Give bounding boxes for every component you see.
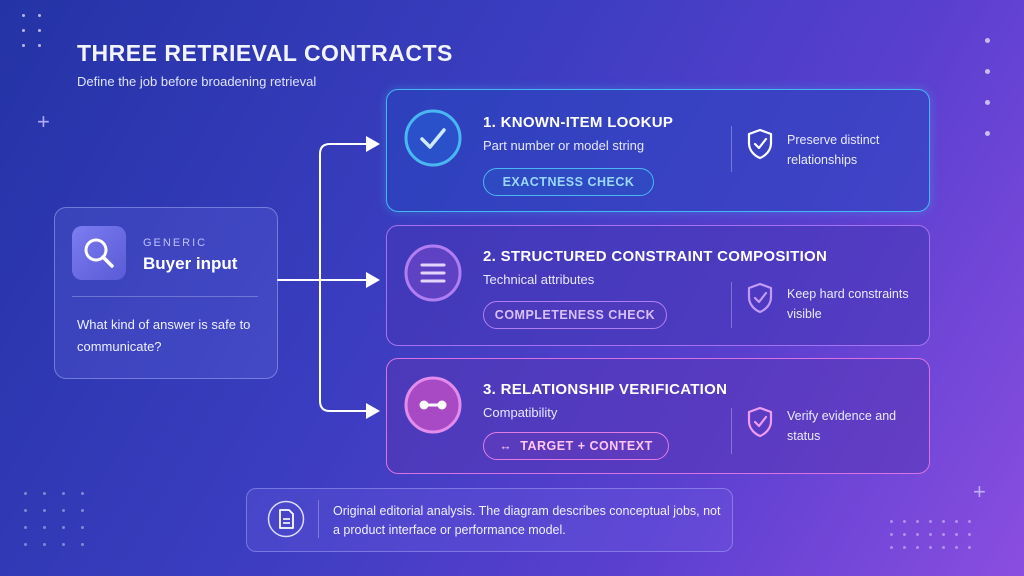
input-question: What kind of answer is safe to communica… xyxy=(77,317,251,354)
card-divider xyxy=(731,126,732,172)
footer-divider xyxy=(318,500,319,538)
exactness-check-badge: EXACTNESS CHECK xyxy=(483,168,654,196)
contract-title: 2. STRUCTURED CONSTRAINT COMPOSITION xyxy=(483,248,828,265)
double-arrow-icon: ↔ xyxy=(499,439,513,453)
search-icon xyxy=(72,226,126,280)
completeness-check-badge: COMPLETENESS CHECK xyxy=(483,301,667,329)
shield-check-icon xyxy=(746,128,774,165)
decorative-dots-bottom-right xyxy=(890,520,971,549)
input-divider xyxy=(72,296,258,297)
contract-note: Verify evidence and status xyxy=(787,409,897,443)
document-icon xyxy=(267,500,305,543)
footer-note-box xyxy=(246,488,733,552)
lines-icon xyxy=(403,243,463,308)
link-icon xyxy=(403,375,463,440)
decorative-dots-top-left xyxy=(22,14,41,47)
contract-title: 1. KNOWN-ITEM LOOKUP xyxy=(483,114,674,131)
input-heading: Buyer input xyxy=(143,254,238,273)
decorative-dots-right xyxy=(985,38,990,136)
target-context-badge: ↔ TARGET + CONTEXT xyxy=(483,432,669,460)
contract-title: 3. RELATIONSHIP VERIFICATION xyxy=(483,381,728,398)
contract-subtitle: Compatibility xyxy=(483,405,558,420)
contract-card-known-item xyxy=(386,89,930,212)
contract-note: Keep hard constraints visible xyxy=(787,287,909,321)
page-subtitle: Define the job before broadening retriev… xyxy=(77,74,317,89)
shield-check-icon xyxy=(746,282,774,319)
page-title: THREE RETRIEVAL CONTRACTS xyxy=(77,40,453,66)
shield-check-icon xyxy=(746,406,774,443)
decorative-plus-right: + xyxy=(973,479,986,504)
target-context-label: TARGET + CONTEXT xyxy=(520,439,653,453)
checkmark-icon xyxy=(403,108,463,173)
footer-text: Original editorial analysis. The diagram… xyxy=(333,504,721,537)
decorative-dots-bottom-left xyxy=(24,492,84,546)
card-divider xyxy=(731,282,732,328)
input-kicker: GENERIC xyxy=(143,237,208,249)
decorative-plus-left: + xyxy=(37,109,50,134)
contract-note: Preserve distinct relationships xyxy=(787,133,880,167)
card-divider xyxy=(731,408,732,454)
contract-subtitle: Technical attributes xyxy=(483,272,595,287)
contract-subtitle: Part number or model string xyxy=(483,138,645,153)
